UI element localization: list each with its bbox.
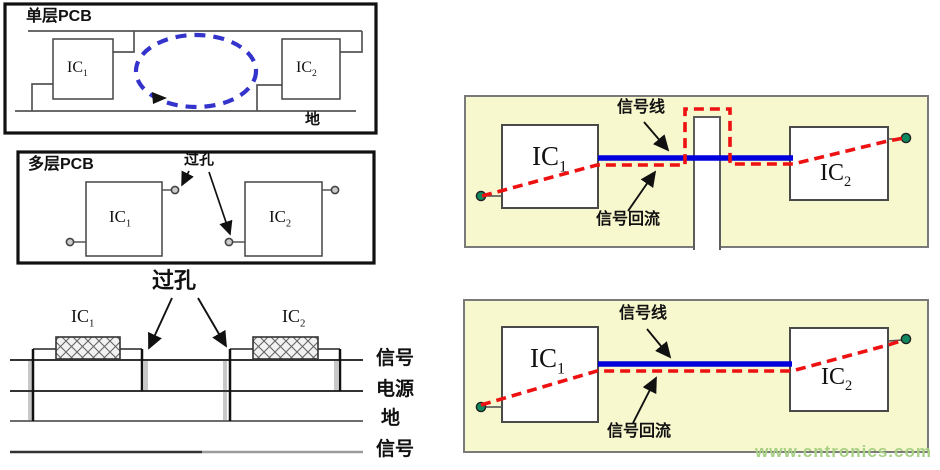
ic1-label: IC1 [532, 141, 568, 176]
return-line-label: 信号回流 [596, 211, 661, 228]
layer-label-ground: 地 [381, 408, 401, 429]
signal-line-arrow [643, 121, 670, 152]
ic2-package [252, 336, 319, 360]
signal-line-label: 信号线 [619, 305, 668, 322]
via-label: 过孔 [184, 151, 215, 168]
via-label: 过孔 [152, 268, 197, 293]
single-layer-pcb-panel [3, 2, 378, 135]
single-layer-title: 单层PCB [26, 8, 92, 25]
board-solid-panel [463, 299, 929, 453]
ground-label: 地 [305, 111, 321, 128]
return-path [481, 107, 905, 198]
ic1-label: IC1 [530, 343, 566, 378]
signal-line-label: 信号线 [617, 99, 666, 116]
layer-label-power: 电源 [376, 379, 415, 400]
ic1-package [55, 336, 121, 360]
ic2-label: IC2 [282, 306, 306, 330]
return-line-arrow [627, 170, 657, 212]
via-pointer-arrow [148, 297, 173, 350]
return-line-label: 信号回流 [607, 423, 672, 440]
pin-dot [900, 132, 912, 144]
pcb-cross-section [10, 297, 363, 454]
via-dots [65, 185, 340, 247]
current-loop-ellipse [133, 32, 259, 110]
ic2-label: IC2 [269, 207, 292, 230]
ic1-label: IC1 [67, 59, 88, 80]
ic2-label: IC2 [296, 59, 317, 80]
signal-line-arrow [646, 328, 672, 359]
ic1-label: IC1 [109, 207, 132, 230]
multi-layer-title: 多层PCB [28, 156, 94, 173]
return-line-arrow [632, 376, 657, 424]
pin-dot [900, 333, 912, 345]
ic2-label: IC2 [821, 364, 853, 394]
current-loop-arrow [152, 92, 167, 104]
layer-label-signal: 信号 [376, 439, 415, 460]
board-with-slot-panel [464, 95, 929, 250]
via-pointer-arrow [197, 297, 227, 348]
watermark: www.cntronics.com [755, 442, 932, 461]
via-pointer-arrow [208, 171, 233, 236]
via-pointer-arrow [181, 170, 194, 187]
layer-label-signal: 信号 [376, 348, 415, 369]
multi-layer-pcb-panel [16, 150, 376, 265]
board-slot [693, 116, 721, 250]
ic2-label: IC2 [820, 160, 852, 190]
ic1-label: IC1 [71, 306, 95, 330]
return-path [480, 338, 905, 407]
